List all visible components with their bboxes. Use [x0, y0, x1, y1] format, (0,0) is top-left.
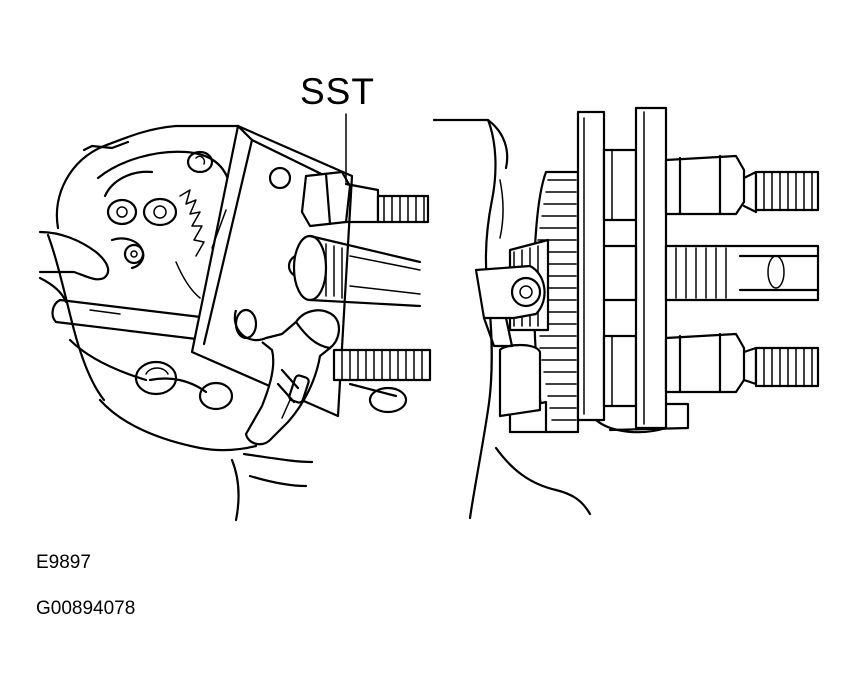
- left-view: [38, 113, 432, 522]
- transaxle-housing: [46, 124, 258, 452]
- adjustable-wrench: [233, 308, 340, 446]
- figure-code: E9897: [36, 552, 91, 573]
- sst-plate-rear: [594, 106, 690, 434]
- right-lower-bolt: [664, 332, 820, 394]
- bracket-pin: [474, 264, 546, 348]
- sst-callout-label: SST: [300, 71, 375, 112]
- sst-plate-front: [576, 110, 606, 422]
- upper-bolt: [300, 170, 430, 228]
- hand: [38, 230, 145, 304]
- lower-bolt: [332, 348, 432, 414]
- spacers: [602, 148, 638, 408]
- drive-shaft: [292, 234, 422, 308]
- sleeve: [230, 452, 314, 522]
- right-view: [432, 106, 820, 520]
- figure-id: G00894078: [36, 598, 136, 619]
- right-upper-bolt: [664, 154, 820, 216]
- right-shaft: [602, 244, 820, 302]
